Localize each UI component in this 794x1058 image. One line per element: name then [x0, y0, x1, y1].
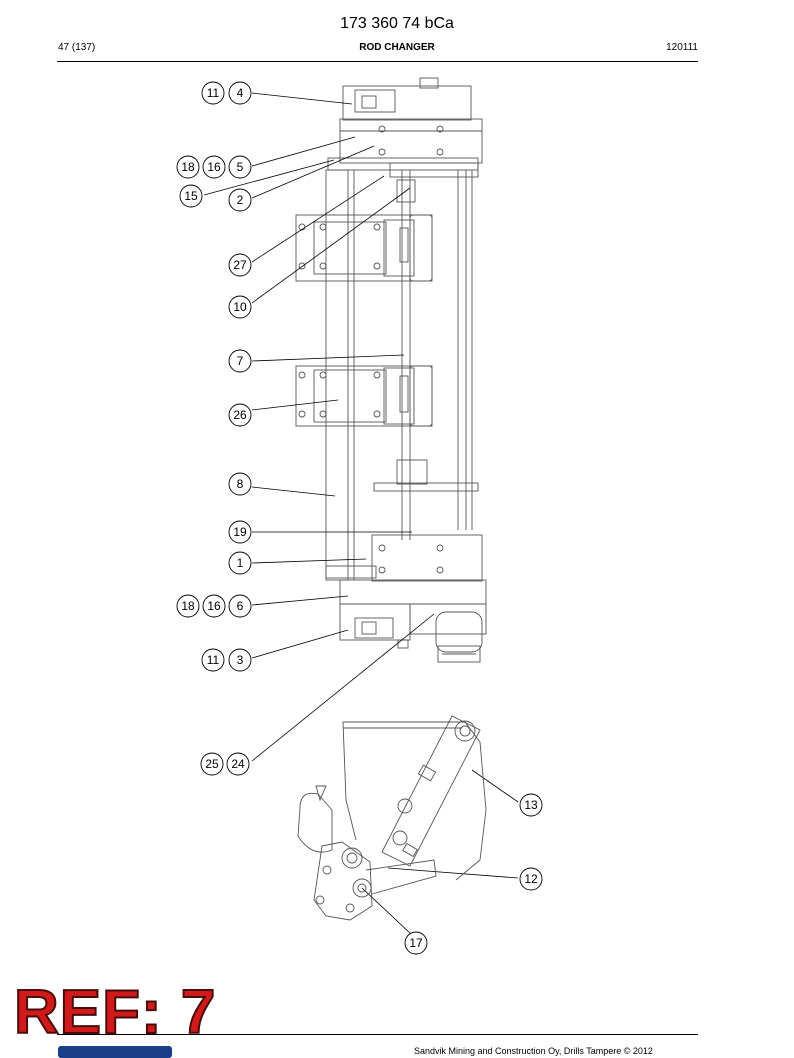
svg-text:24: 24: [231, 757, 245, 771]
svg-text:2: 2: [237, 193, 244, 207]
svg-text:4: 4: [237, 86, 244, 100]
svg-text:8: 8: [237, 477, 244, 491]
callout-18-top: 18: [176, 155, 200, 179]
callout-15: 15: [179, 184, 203, 208]
callout-8: 8: [228, 472, 252, 496]
callout-16-top: 16: [202, 155, 226, 179]
callout-7: 7: [228, 349, 252, 373]
svg-text:12: 12: [524, 872, 538, 886]
document-number: 173 360 74 bCa: [340, 15, 454, 32]
callout-5: 5: [228, 155, 252, 179]
arm-assembly: [297, 715, 487, 921]
header-rule: [57, 61, 698, 62]
svg-text:5: 5: [237, 160, 244, 174]
ref-stamp: REF: 7: [13, 978, 217, 1047]
upper-assembly: [295, 77, 487, 663]
svg-text:6: 6: [237, 599, 244, 613]
svg-text:18: 18: [181, 599, 195, 613]
callout-19: 19: [228, 520, 252, 544]
svg-text:10: 10: [233, 300, 247, 314]
svg-text:3: 3: [237, 653, 244, 667]
callout-11-top: 11: [201, 81, 225, 105]
svg-text:16: 16: [207, 160, 221, 174]
callout-26: 26: [228, 403, 252, 427]
revision-date: 120111: [666, 42, 698, 53]
svg-text:27: 27: [233, 258, 247, 272]
svg-text:1: 1: [237, 556, 244, 570]
svg-text:26: 26: [233, 408, 247, 422]
footer-rule: [57, 1034, 698, 1035]
svg-text:11: 11: [207, 653, 220, 667]
callout-4: 4: [228, 81, 252, 105]
callout-2: 2: [228, 188, 252, 212]
sandvik-logo: [58, 1046, 172, 1058]
callout-27: 27: [228, 253, 252, 277]
callout-12: 12: [519, 867, 543, 891]
callout-17: 17: [404, 931, 428, 955]
svg-text:19: 19: [233, 525, 247, 539]
callout-25: 25: [200, 752, 224, 776]
svg-text:17: 17: [409, 936, 423, 950]
svg-text:11: 11: [207, 86, 220, 100]
callout-13: 13: [519, 793, 543, 817]
svg-text:15: 15: [184, 189, 198, 203]
svg-text:7: 7: [237, 354, 244, 368]
svg-text:18: 18: [181, 160, 195, 174]
callout-16-bottom: 16: [202, 594, 226, 618]
callout-10: 10: [228, 295, 252, 319]
leader-lines: [203, 92, 519, 936]
callout-bubbles: 11 4 18 16 5 15 2 27 10 7 26 8 19 1 18 1…: [176, 81, 543, 955]
svg-text:16: 16: [207, 599, 221, 613]
callout-11-bottom: 11: [201, 648, 225, 672]
callout-3: 3: [228, 648, 252, 672]
svg-text:25: 25: [205, 757, 219, 771]
callout-24: 24: [226, 752, 250, 776]
callout-6: 6: [228, 594, 252, 618]
callout-1: 1: [228, 551, 252, 575]
svg-text:13: 13: [524, 798, 538, 812]
page-number: 47 (137): [58, 42, 96, 53]
footer-copyright: Sandvik Mining and Construction Oy, Dril…: [414, 1046, 653, 1056]
callout-18-bottom: 18: [176, 594, 200, 618]
page-title: ROD CHANGER: [359, 42, 435, 53]
